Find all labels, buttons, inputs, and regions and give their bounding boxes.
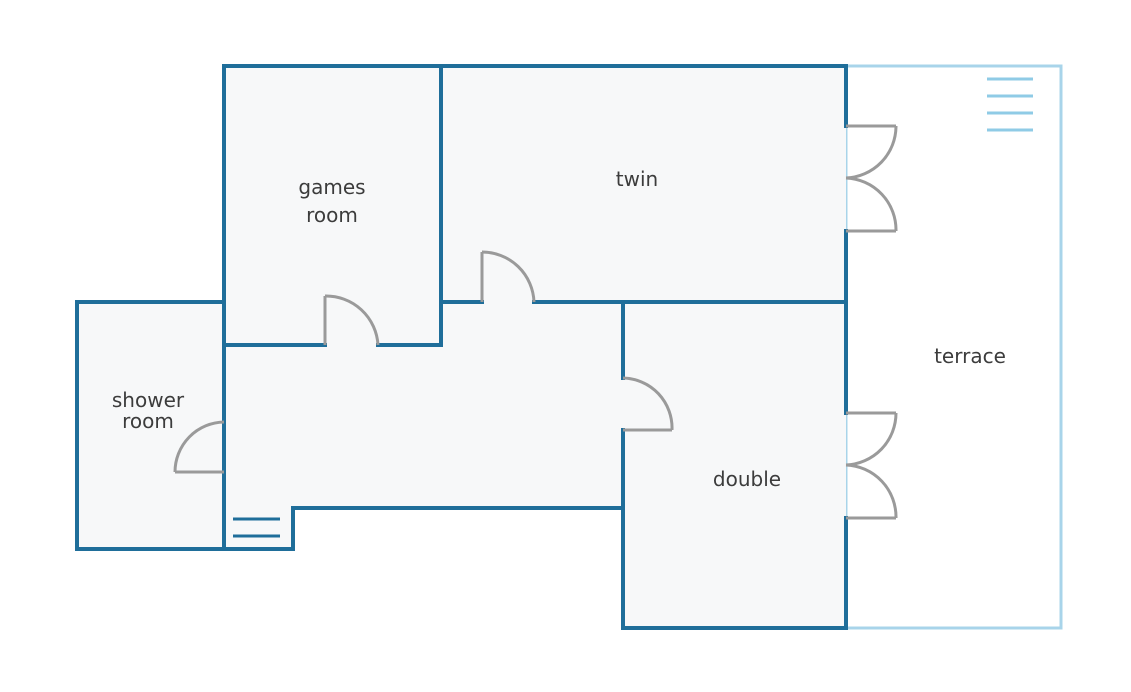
shower-room-label-line1: shower (112, 388, 185, 412)
stairs-icon (233, 517, 280, 538)
games-room-label-line1: games (298, 175, 365, 199)
games-room-label-line2: room (306, 203, 358, 227)
terrace-label: terrace (934, 344, 1006, 368)
terrace-stairs-icon (987, 77, 1033, 132)
double-label: double (713, 467, 781, 491)
walls (75, 64, 848, 630)
interior-floor (77, 66, 846, 628)
shower-room-label-line2: room (122, 409, 174, 433)
door-icon (173, 124, 898, 520)
twin-label: twin (616, 167, 658, 191)
